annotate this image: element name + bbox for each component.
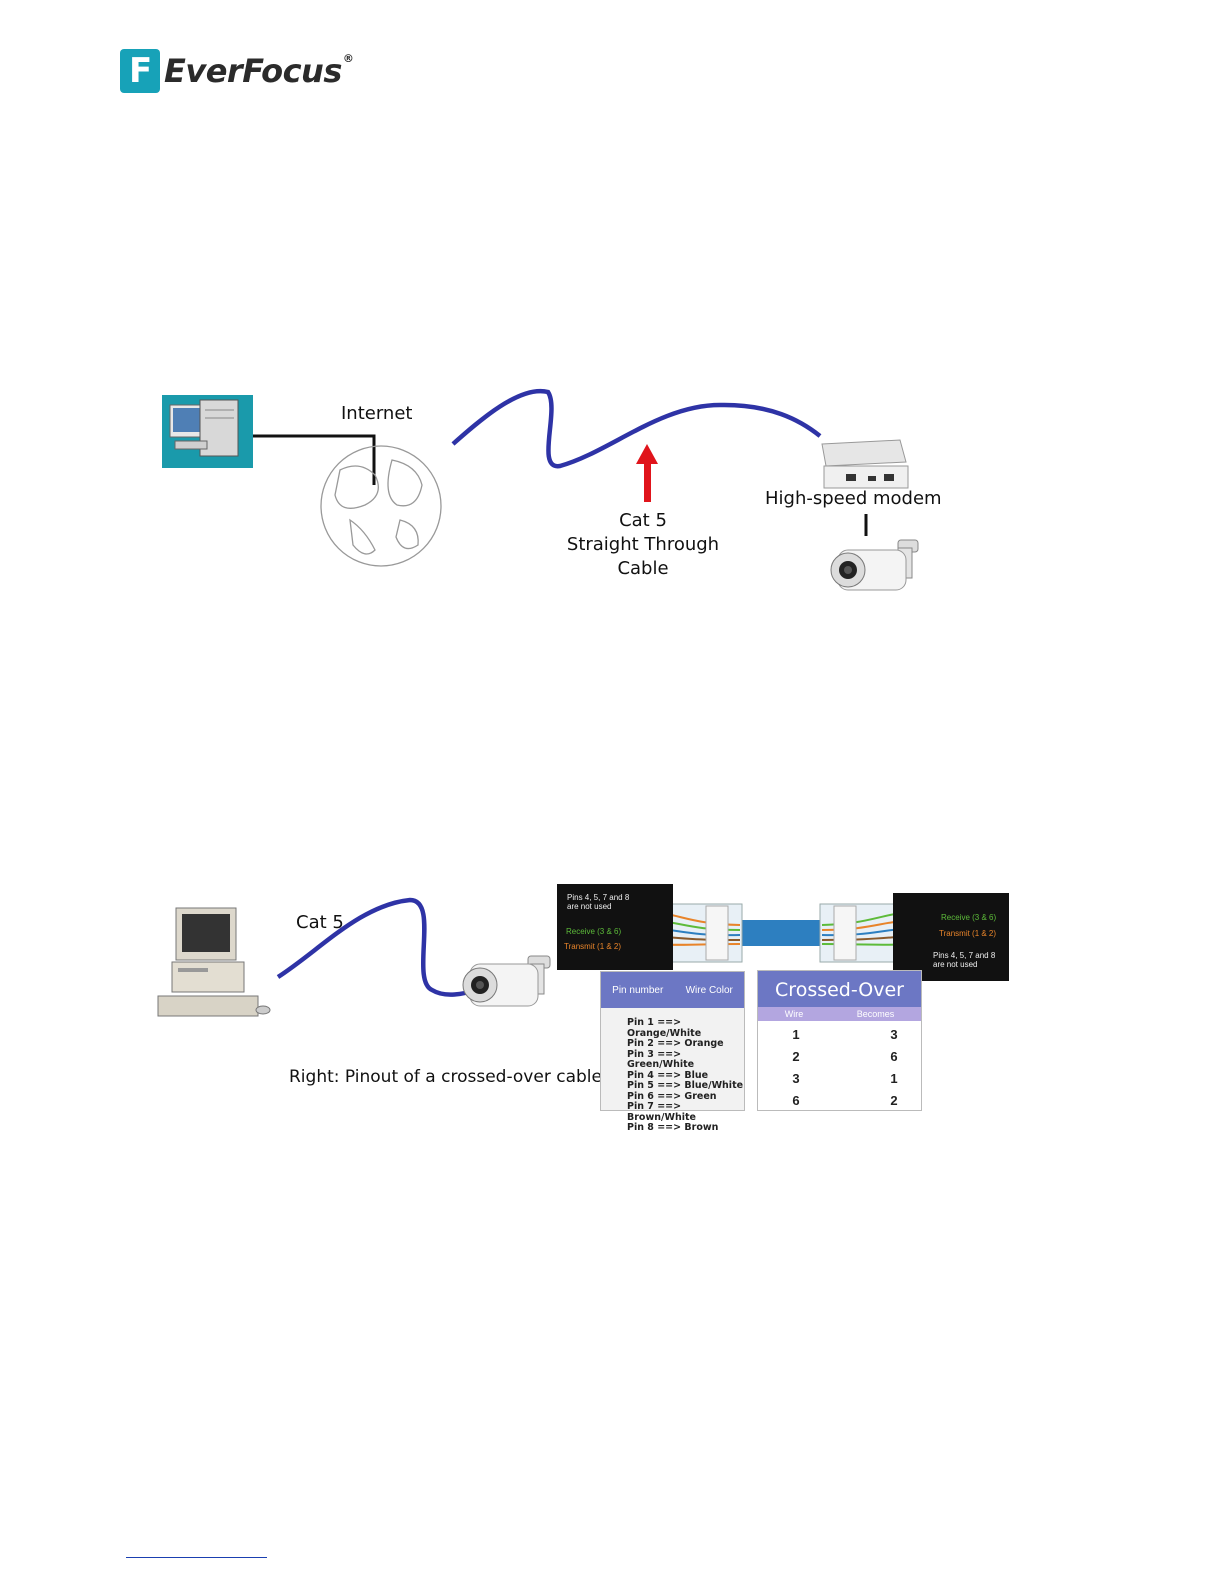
cat5-cable-1	[453, 391, 820, 466]
crossover-subheader: Wire Becomes	[758, 1007, 921, 1021]
cable-pointer-arrow	[636, 444, 658, 502]
modem-icon	[822, 440, 908, 488]
pin-table-header: Pin number Wire Color	[601, 972, 744, 1008]
pin-number-header: Pin number	[612, 985, 663, 996]
becomes-header: Becomes	[857, 1007, 895, 1021]
left-unused-note: Pins 4, 5, 7 and 8 are not used	[557, 884, 643, 911]
crossover-title: Crossed-Over	[758, 971, 921, 1007]
pin-list: Pin 1 ==> Orange/White Pin 2 ==> Orange …	[601, 1008, 744, 1134]
right-wiring-panel: Receive (3 & 6) Transmit (1 & 2) Pins 4,…	[893, 893, 1009, 981]
pin-color-table: Pin number Wire Color Pin 1 ==> Orange/W…	[600, 971, 745, 1111]
modem-label: High-speed modem	[765, 488, 942, 509]
internet-label: Internet	[341, 403, 412, 424]
right-receive-note: Receive (3 & 6)	[893, 893, 1009, 922]
right-transmit-note: Transmit (1 & 2)	[893, 922, 1009, 938]
computer-link-line	[253, 436, 374, 485]
desktop-computer-icon	[158, 908, 270, 1016]
computer-icon	[162, 395, 253, 468]
pin-row: Pin 8 ==> Brown	[627, 1123, 744, 1134]
camera-icon	[831, 540, 918, 590]
wire-header: Wire	[785, 1007, 804, 1021]
pin-row: Pin 1 ==> Orange/White	[627, 1018, 744, 1039]
pin-row: Pin 5 ==> Blue/White	[627, 1081, 744, 1092]
pin-row: Pin 3 ==> Green/White	[627, 1050, 744, 1071]
left-transmit-note: Transmit (1 & 2)	[557, 936, 673, 951]
left-receive-note: Receive (3 & 6)	[557, 911, 673, 936]
wire-color-header: Wire Color	[686, 985, 733, 996]
footer-rule	[126, 1557, 267, 1558]
rj45-crossover-illustration	[646, 904, 918, 962]
pin-row: Pin 2 ==> Orange	[627, 1039, 744, 1050]
left-wiring-panel: Pins 4, 5, 7 and 8 are not used Receive …	[557, 884, 673, 970]
cable-label-2: Cat 5	[296, 912, 344, 933]
cable-kind-text: Straight Through Cable	[548, 533, 738, 581]
pinout-caption: Right: Pinout of a crossed-over cable.	[289, 1067, 607, 1087]
camera-icon-2	[463, 956, 550, 1006]
cable-type-text: Cat 5	[548, 509, 738, 533]
globe-icon	[321, 446, 441, 566]
cable-label-1: Cat 5 Straight Through Cable	[548, 509, 738, 581]
right-unused-note: Pins 4, 5, 7 and 8 are not used	[893, 938, 1003, 969]
pin-row: Pin 7 ==> Brown/White	[627, 1102, 744, 1123]
